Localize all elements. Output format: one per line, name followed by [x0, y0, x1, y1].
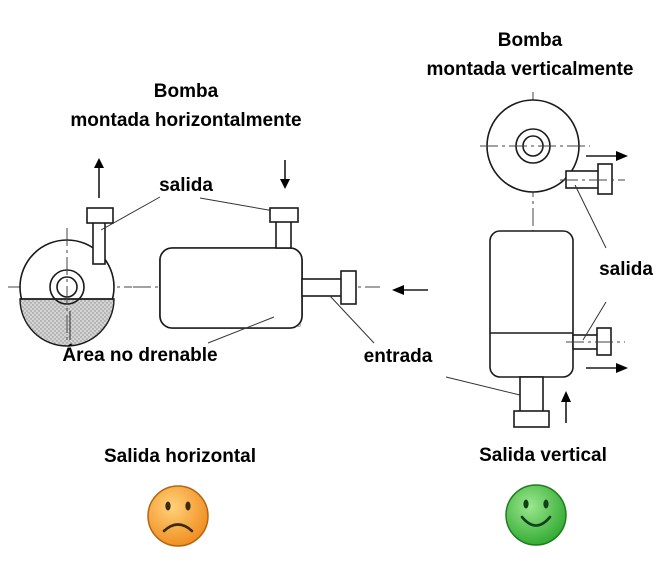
horizontal-title-line1: Bomba	[154, 81, 219, 102]
horizontal-outlet-label: salida	[159, 175, 213, 196]
horizontal-title-line2: montada horizontalmente	[70, 110, 301, 131]
vertical-outlet-leader-bottom	[582, 301, 607, 341]
vertical-title-line2: montada verticalmente	[427, 59, 634, 80]
vertical-pump-section: Bomba montada verticalmente	[427, 30, 653, 546]
right-arrow-icon	[616, 151, 628, 161]
vertical-outlet-label: salida	[599, 259, 653, 280]
horizontal-caption: Salida horizontal	[104, 446, 256, 467]
horizontal-pump-section: Bomba montada horizontalmente salida	[8, 81, 428, 547]
vertical-caption: Salida vertical	[479, 445, 607, 466]
horizontal-pump-side-view	[133, 160, 428, 329]
vertical-title-line1: Bomba	[498, 30, 563, 51]
inlet-leader-horizontal	[329, 295, 375, 344]
horizontal-pump-end-view	[8, 158, 132, 347]
right-arrow-icon-2	[616, 363, 628, 373]
up-arrow-icon	[94, 158, 104, 168]
up-arrow-icon-2	[561, 391, 571, 402]
undrainable-area-label: Área no drenable	[62, 344, 217, 366]
happy-face-icon	[505, 484, 567, 546]
undrainable-leader-right	[207, 316, 275, 344]
vertical-pump-side-view	[489, 230, 628, 428]
down-arrow-icon	[280, 179, 290, 189]
sad-face-icon	[147, 485, 209, 547]
inlet-leader-vertical	[445, 376, 525, 397]
vertical-outlet-leader-top	[574, 184, 607, 249]
outlet-leader-right	[199, 197, 275, 212]
inlet-label: entrada	[364, 346, 433, 367]
outlet-leader-left	[100, 196, 161, 231]
left-arrow-icon	[392, 285, 404, 295]
